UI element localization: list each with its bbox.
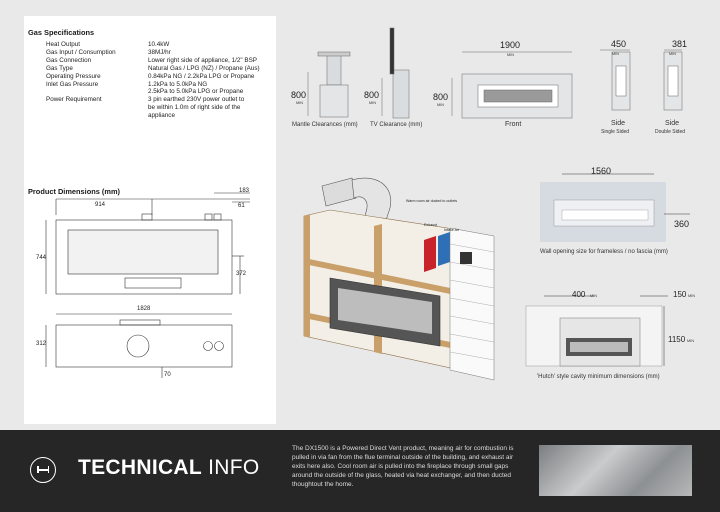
side-single-value: 450 [611,39,627,49]
spec-value: 1.2kPa to 5.0kPa NG [148,80,208,88]
spec-row: Gas Input / Consumption 38MJ/hr [46,49,273,57]
framing-3d-diagram [303,177,495,381]
technical-info-description: The DX1500 is a Powered Direct Vent prod… [292,445,514,488]
intake-label: Intake Air [444,228,459,232]
dim-61: 61 [238,203,245,209]
gas-spec-title: Gas Specifications [28,28,95,37]
wall-opening-height: 360 [674,219,690,229]
spec-value: be within 1.0m of right side of the [148,104,241,112]
top-view-drawing [45,313,233,378]
wall-opening-drawing [540,173,690,242]
front-width-min: MIN [507,53,514,57]
front-width-value: 1900 [500,40,521,50]
hutch-side-gap-min: MIN [590,294,597,298]
hutch-right-gap: 150 [673,290,687,299]
spec-value: Natural Gas / LPG (NZ) / Propane (Aus) [148,64,260,72]
dim-183: 183 [239,188,250,194]
spec-row: Gas Connection Lower right side of applia… [46,57,273,65]
spec-key: Heat Output [46,41,80,48]
side-single-min: MIN [612,52,619,56]
wall-opening-caption: Wall opening size for frameless / no fas… [540,249,668,255]
spec-row: Gas Type Natural Gas / LPG (NZ) / Propane… [46,65,273,73]
front-height-value: 800 [433,92,449,102]
hutch-right-gap-min: MIN [688,294,695,298]
wall-opening-width: 1560 [591,166,612,176]
mantle-clearance-value: 800 [291,90,307,100]
spec-key: Gas Input / Consumption [46,48,116,56]
spec-value: 2.5kPa to 5.0kPa LPG or Propane [148,88,244,96]
spec-value: Lower right side of appliance, 1/2" BSP [148,56,257,64]
side-single-caption: Side [611,120,626,127]
dim-744: 744 [36,255,47,261]
spec-row: 2.5kPa to 5.0kPa LPG or Propane [46,88,273,96]
front-height-min: MIN [437,103,444,107]
dim-1828: 1828 [137,306,151,312]
hutch-side-gap: 400 [572,290,586,299]
hutch-height: 1150 [668,335,686,344]
drawings-svg [45,27,690,381]
spec-value: 3 pin earthed 230V power outlet to [148,96,245,104]
spec-key: Operating Pressure [46,72,101,80]
spec-value: 10.4kW [148,41,170,48]
spec-key: Power Requirement [46,96,102,104]
side-double-value: 381 [672,39,688,49]
side-double-min: MIN [669,52,676,56]
spec-row: Inlet Gas Pressure 1.2kPa to 5.0kPa NG [46,81,273,89]
tv-caption: TV Clearance (mm) [370,122,423,128]
side-single-sub: Single Sided [601,129,630,135]
dim-372: 372 [236,271,247,277]
width-measure-icon [30,457,56,483]
front-caption: Front [505,121,522,128]
product-dimensions-title: Product Dimensions (mm) [28,187,120,196]
front-view-drawing [45,192,250,295]
mantle-min-label: MIN [296,101,303,105]
tv-clearance-value: 800 [364,90,380,100]
side-double-caption: Side [665,120,680,127]
heat-exchanger-photo [539,445,692,496]
technical-info-title: TECHNICAL INFO [78,456,260,479]
spec-row: Power Requirement 3 pin earthed 230V powe… [46,96,273,104]
warm-air-label: Warm room air ducted to outlets [406,199,457,203]
spec-row: appliance [46,112,273,120]
hutch-height-min: MIN [687,339,694,343]
spec-row: Heat Output 10.4kW [46,41,273,49]
spec-key: Gas Connection [46,56,92,64]
hutch-caption: 'Hutch' style cavity minimum dimensions … [537,374,660,380]
clearance-drawings [307,27,683,119]
exhaust-label: Exhaust [424,223,437,227]
spec-value: 38MJ/hr [148,48,171,56]
spec-key: Gas Type [46,64,73,72]
side-double-sub: Double Sided [655,129,686,135]
dim-914: 914 [95,202,106,208]
spec-row: be within 1.0m of right side of the [46,104,273,112]
hutch-drawing [525,295,668,367]
spec-value: appliance [148,112,175,120]
dim-70: 70 [164,372,171,378]
spec-row: Operating Pressure 0.84kPa NG / 2.2kPa LP… [46,73,273,81]
spec-key: Inlet Gas Pressure [46,80,99,88]
spec-value: 0.84kPa NG / 2.2kPa LPG or Propane [148,72,255,80]
dim-312: 312 [36,341,47,347]
tv-min-label: MIN [369,101,376,105]
mantle-caption: Mantle Clearances (mm) [292,122,358,128]
